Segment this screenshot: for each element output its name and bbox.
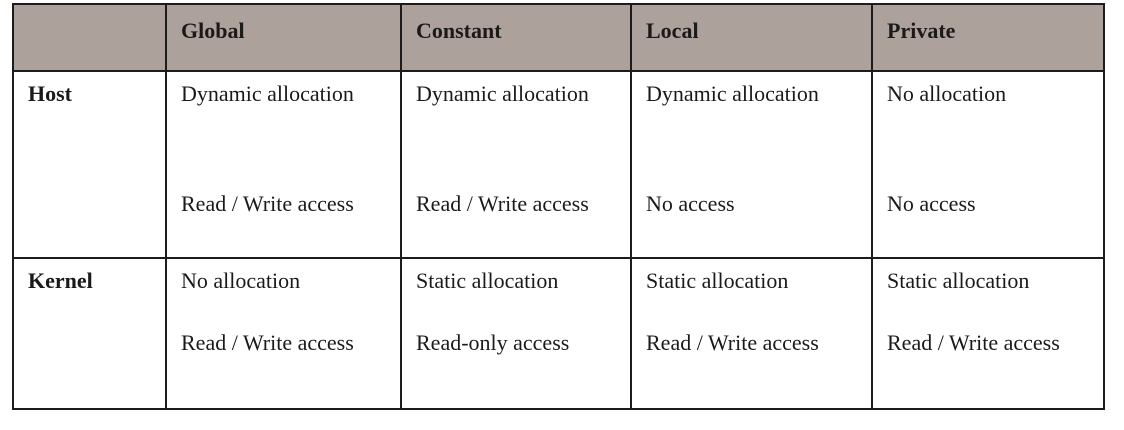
cell-kernel-private: Static allocation Read / Write access	[871, 257, 1105, 410]
table-header-row: Global Constant Local Private	[12, 3, 1105, 72]
header-cell-global: Global	[165, 3, 402, 72]
header-cell-constant: Constant	[400, 3, 632, 72]
cell-host-global: Dynamic allocation Read / Write access	[165, 70, 402, 259]
row-label-kernel: Kernel	[12, 257, 167, 410]
access-text: Read / Write access	[416, 191, 589, 216]
header-cell-private: Private	[871, 3, 1105, 72]
allocation-text: No allocation	[887, 81, 1007, 106]
table-row-host: Host Dynamic allocation Read / Write acc…	[12, 70, 1105, 259]
allocation-text: Static allocation	[646, 268, 789, 293]
header-cell-corner	[12, 3, 167, 72]
allocation-text: Dynamic allocation	[416, 81, 589, 106]
access-text: No access	[646, 191, 735, 216]
row-label-host: Host	[12, 70, 167, 259]
cell-host-local: Dynamic allocation No access	[630, 70, 873, 259]
table-row-kernel: Kernel No allocation Read / Write access…	[12, 257, 1105, 410]
allocation-text: No allocation	[181, 268, 301, 293]
allocation-text: Dynamic allocation	[181, 81, 354, 106]
cell-kernel-constant: Static allocation Read-only access	[400, 257, 632, 410]
header-cell-local: Local	[630, 3, 873, 72]
allocation-text: Dynamic allocation	[646, 81, 819, 106]
access-text: No access	[887, 191, 976, 216]
access-text: Read-only access	[416, 330, 570, 355]
access-text: Read / Write access	[646, 330, 819, 355]
access-text: Read / Write access	[181, 191, 354, 216]
access-text: Read / Write access	[181, 330, 354, 355]
access-text: Read / Write access	[887, 330, 1060, 355]
cell-host-constant: Dynamic allocation Read / Write access	[400, 70, 632, 259]
cell-kernel-local: Static allocation Read / Write access	[630, 257, 873, 410]
allocation-text: Static allocation	[416, 268, 559, 293]
allocation-text: Static allocation	[887, 268, 1030, 293]
cell-kernel-global: No allocation Read / Write access	[165, 257, 402, 410]
memory-regions-table: Global Constant Local Private Host Dynam…	[12, 3, 1105, 410]
cell-host-private: No allocation No access	[871, 70, 1105, 259]
